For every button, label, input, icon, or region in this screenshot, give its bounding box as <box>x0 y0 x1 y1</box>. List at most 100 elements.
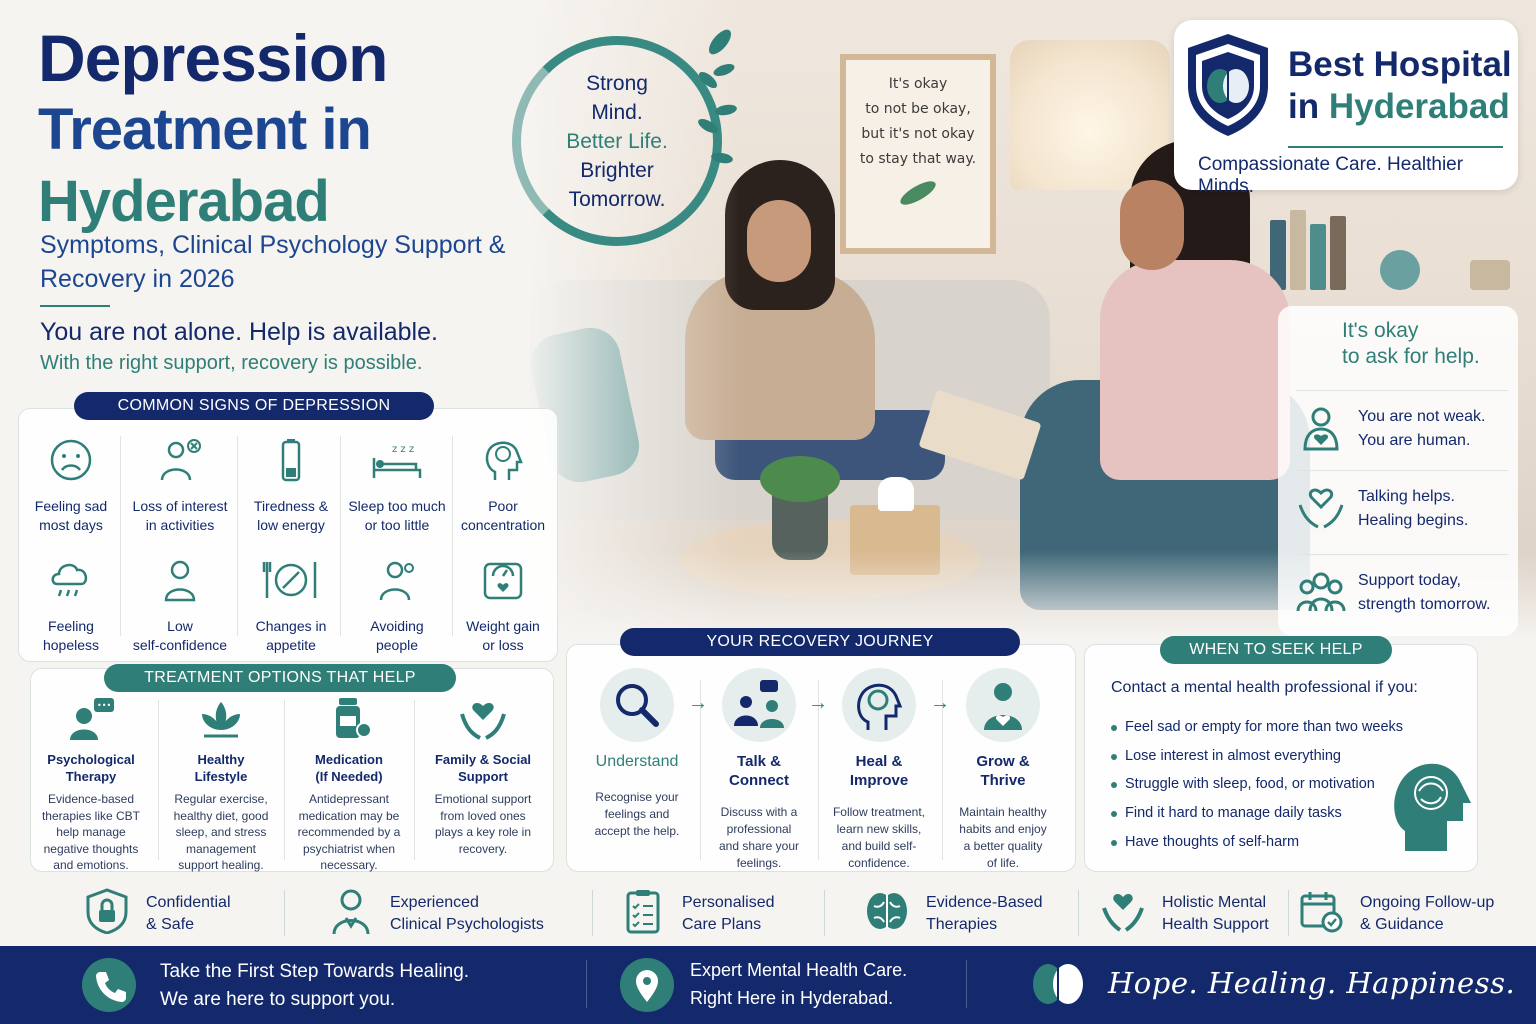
list-item: Lose interest in almost everything <box>1111 742 1403 771</box>
step-title: Thrive <box>980 772 1026 789</box>
medicine-bottle-icon <box>336 698 372 738</box>
treatment-heading: TREATMENT OPTIONS THAT HELP <box>104 664 456 692</box>
ask-row: Talking helps.Healing begins. <box>1296 470 1508 540</box>
wall-poster: It's okay to not be okay, but it's not o… <box>840 54 996 254</box>
step-desc: Recognise your <box>595 790 679 804</box>
poster-line1: It's okay <box>888 76 948 92</box>
title-line3: Hyderabad <box>38 169 330 234</box>
step-desc: feelings. <box>736 856 782 870</box>
list-item: Feel sad or empty for more than two week… <box>1111 713 1403 742</box>
treatment-desc: Emotional support <box>434 792 532 806</box>
seek-list: Feel sad or empty for more than two week… <box>1111 713 1403 857</box>
treatment-desc: medication may be <box>298 808 400 823</box>
people-chat-icon <box>734 680 784 728</box>
treatment-desc: sleep, and stress <box>175 825 267 839</box>
phone-button[interactable] <box>82 958 136 1012</box>
plant-pot <box>760 456 840 560</box>
head-brain-icon <box>485 441 523 480</box>
treatment-desc: and emotions. <box>53 858 129 872</box>
step-desc: a better quality <box>963 839 1043 853</box>
brand-name: Best Hospital in Hyderabad <box>1288 44 1512 128</box>
magnifier-icon <box>616 684 659 727</box>
leaf-branch-icon <box>695 26 738 235</box>
treatment-desc: healthy diet, good <box>173 808 269 823</box>
head-brain-icon <box>1394 763 1471 851</box>
treatment-desc: psychiatrist when <box>302 841 396 856</box>
treatment-desc: Evidence-based <box>47 792 135 806</box>
step-desc: feelings and <box>604 807 670 821</box>
step-desc: Discuss with a <box>720 805 798 819</box>
poster-line2: to not be okay, <box>865 101 971 117</box>
svg-text:z z z: z z z <box>392 444 414 455</box>
svg-text:•••: ••• <box>97 701 111 710</box>
poster-line4: to stay that way. <box>859 151 977 167</box>
doctor-icon <box>332 889 370 934</box>
ask-row: You are not weak.You are human. <box>1296 390 1508 460</box>
list-item: Find it hard to manage daily tasks <box>1111 799 1403 828</box>
shield-lock-icon <box>86 888 128 934</box>
feature-label: Evidence-Based <box>926 894 1043 911</box>
sign-label: Feeling sad <box>34 498 108 514</box>
signs-card <box>18 408 558 662</box>
brand-divider <box>1288 146 1503 148</box>
person-heart-icon <box>984 683 1022 730</box>
feature-label: Ongoing Follow-up <box>1360 894 1495 911</box>
sign-label: low energy <box>257 517 325 533</box>
bookshelf <box>1260 180 1536 300</box>
subtitle: Symptoms, Clinical Psychology Support & … <box>40 231 506 293</box>
sign-item: Changes in appetite <box>236 558 346 655</box>
feature-label: Clinical Psychologists <box>390 916 544 933</box>
sign-label: self-confidence <box>132 637 228 653</box>
recovery-text: With the right support, recovery is poss… <box>40 352 423 374</box>
ask-row: Support today,strength tomorrow. <box>1296 554 1508 624</box>
treatment-desc: therapies like CBT <box>41 808 141 823</box>
ask-row-text: strength tomorrow. <box>1358 596 1491 613</box>
list-item: Struggle with sleep, food, or motivation <box>1111 770 1403 799</box>
sign-label: Avoiding <box>370 618 424 634</box>
treatment-desc: Antidepressant <box>308 792 390 806</box>
sign-label: Tiredness & <box>253 498 329 514</box>
sign-label: Changes in <box>255 618 327 634</box>
sign-label: Feeling <box>48 618 94 634</box>
circle-line4: Brighter <box>580 159 654 182</box>
brand-tagline: Compassionate Care. Healthier Minds. <box>1198 154 1464 197</box>
circle-line1: Strong <box>586 72 648 95</box>
treatment-title: Family & Social <box>434 752 532 767</box>
calendar-check-icon <box>1300 892 1343 933</box>
sign-label: people <box>375 637 419 653</box>
treatment-desc: negative thoughts <box>43 841 139 856</box>
circle-line3: Better Life. <box>566 130 668 153</box>
feature-label: Personalised <box>682 894 775 911</box>
footer-location-text: Expert Mental Health Care. <box>690 960 908 980</box>
treatment-desc: Regular exercise, <box>174 792 268 806</box>
lotus-icon <box>202 702 240 738</box>
bed-zzz-icon: z z z <box>372 444 422 478</box>
footer-location-text: Right Here in Hyderabad. <box>690 988 894 1008</box>
location-button[interactable] <box>620 958 674 1012</box>
person-heart-icon <box>1303 407 1339 451</box>
feature-label: Health Support <box>1162 916 1269 933</box>
sign-label: appetite <box>266 637 316 653</box>
sign-label: concentration <box>460 517 546 533</box>
brand-line2b: Hyderabad <box>1328 87 1510 126</box>
brain-icon <box>867 893 907 929</box>
group-icon <box>1296 572 1346 612</box>
treatment-title: Lifestyle <box>194 769 248 784</box>
seek-intro: Contact a mental health professional if … <box>1111 679 1418 696</box>
sign-label: hopeless <box>42 637 100 653</box>
journey-heading: YOUR RECOVERY JOURNEY <box>620 628 1020 656</box>
phone-icon <box>96 972 126 1002</box>
circle-line5: Tomorrow. <box>568 188 666 211</box>
brand-line2a: in <box>1288 87 1320 126</box>
step-title: Improve <box>849 772 909 789</box>
sign-label: Weight gain <box>466 618 540 634</box>
